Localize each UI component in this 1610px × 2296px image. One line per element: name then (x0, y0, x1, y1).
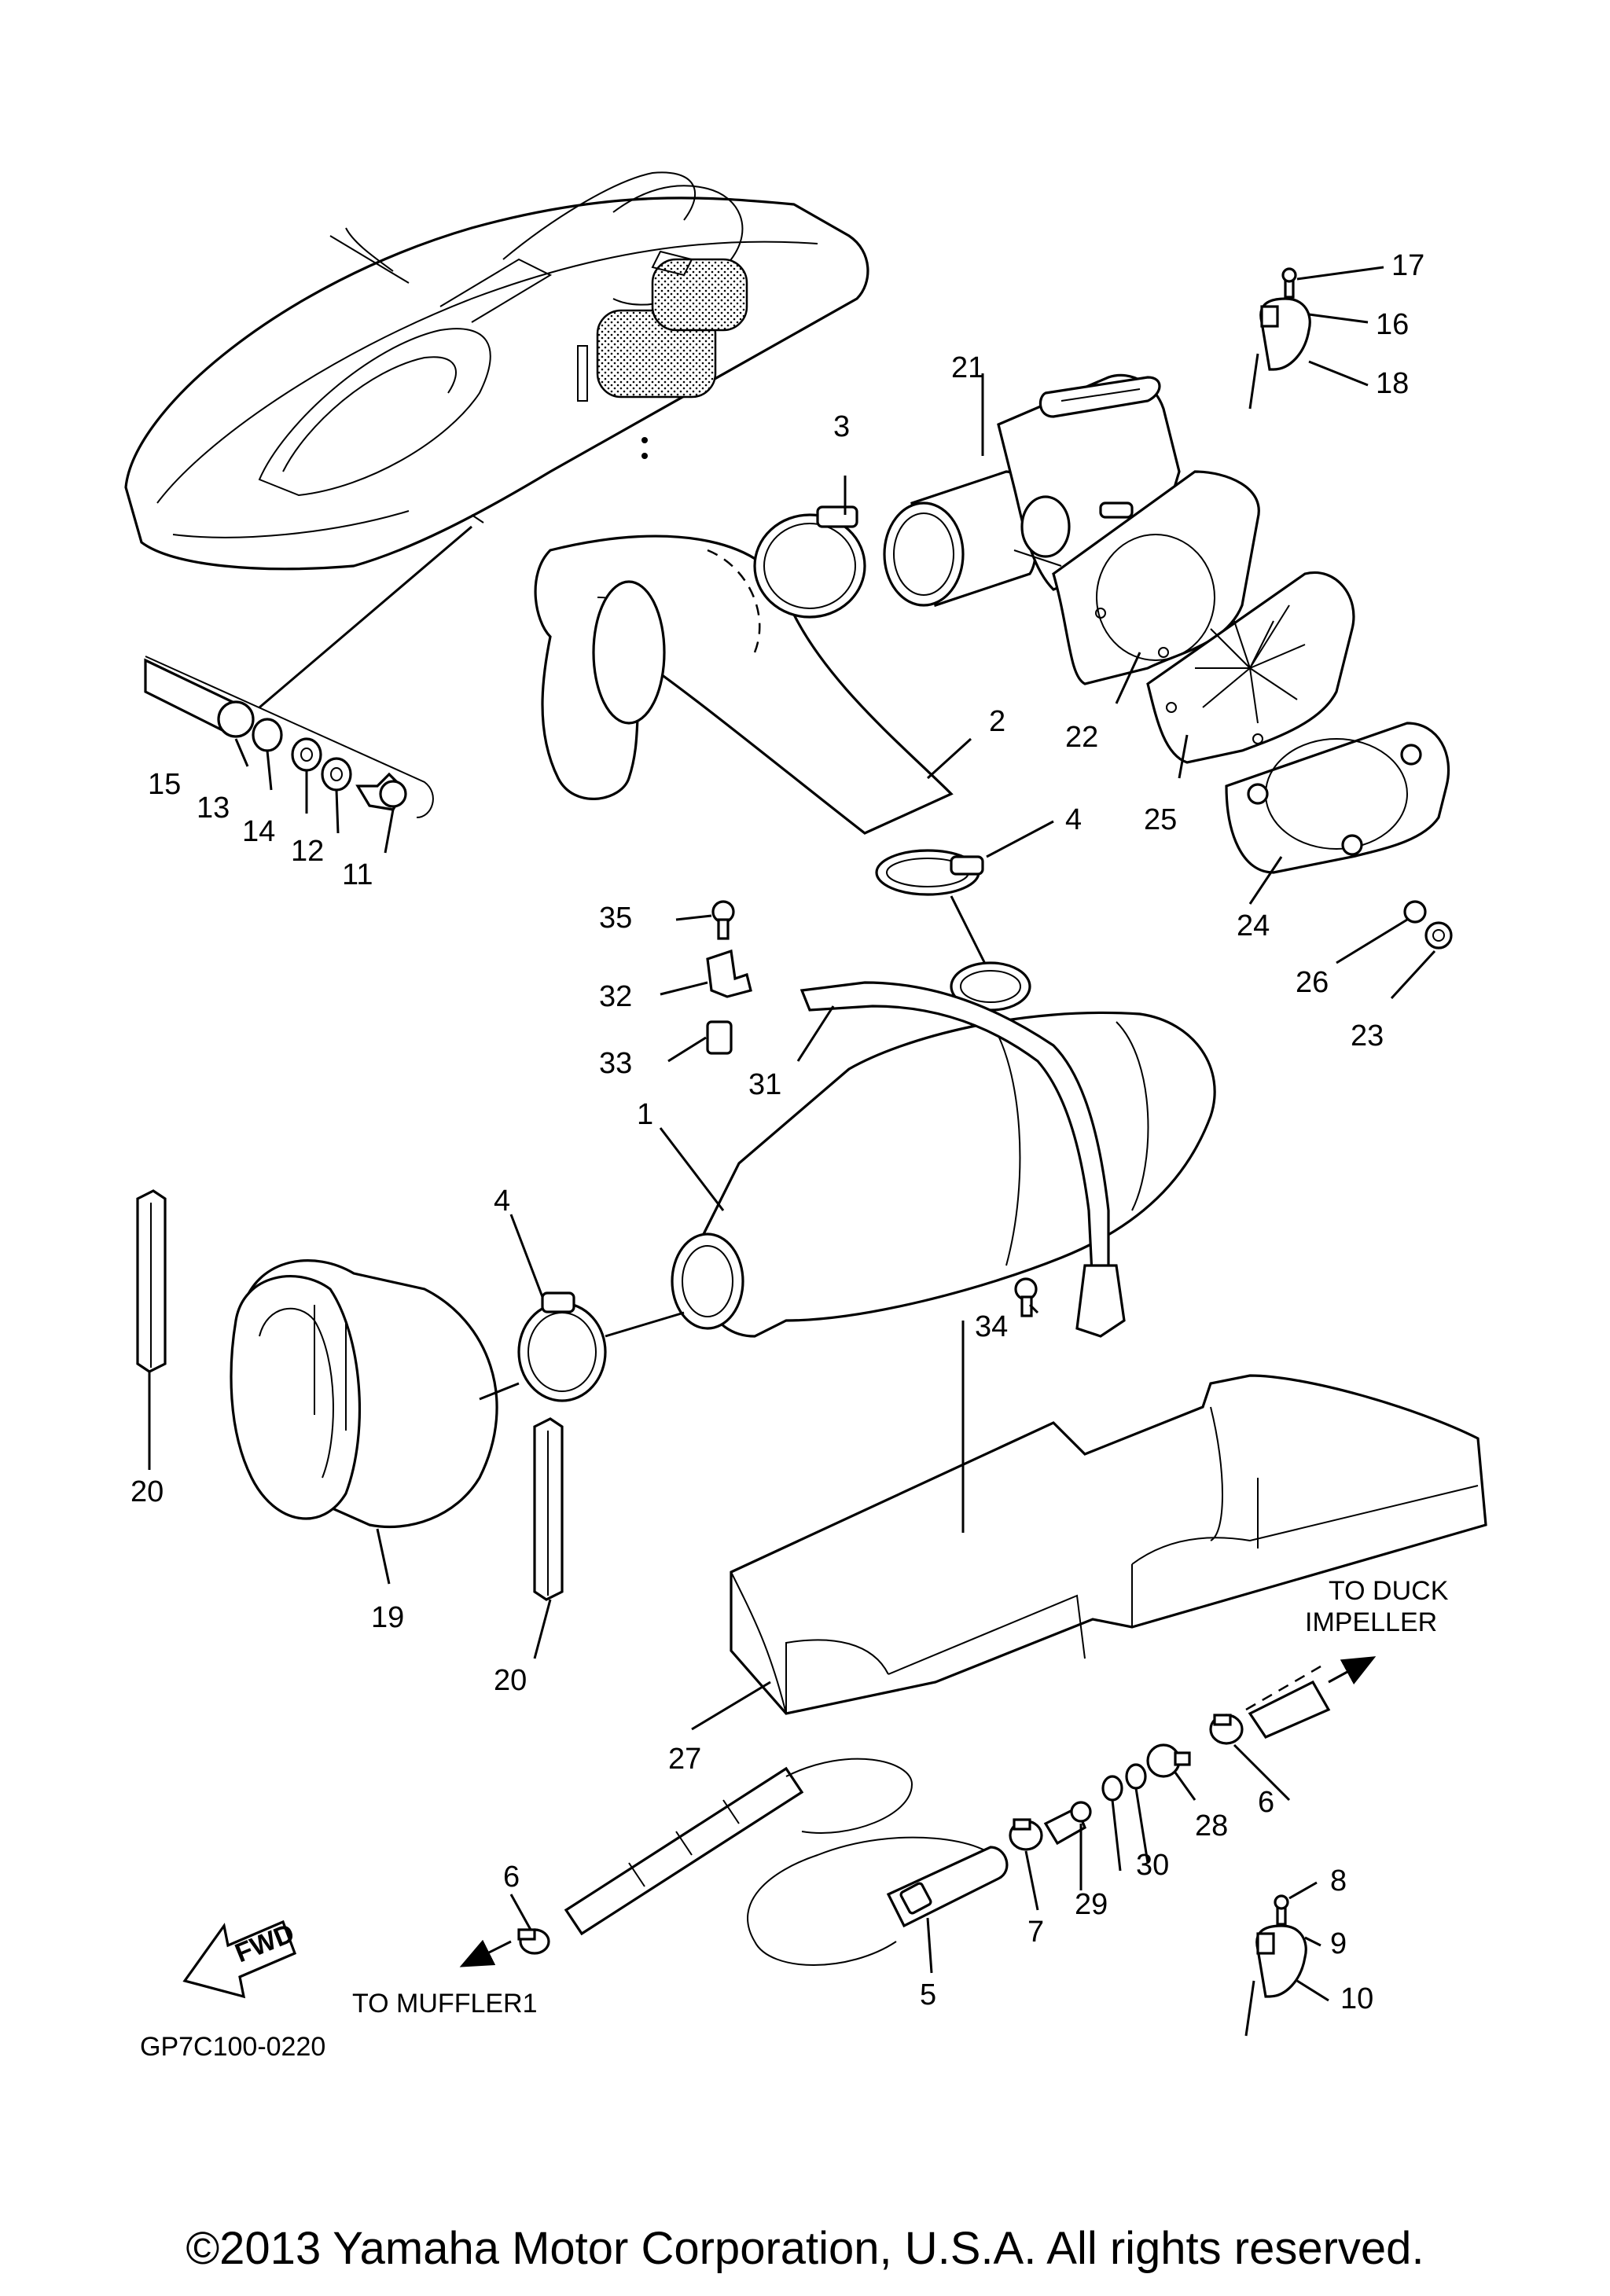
clamp-4-upper (875, 849, 984, 896)
strap-31 (799, 981, 1126, 1338)
label-31: 31 (748, 1068, 781, 1101)
label-19: 19 (371, 1601, 404, 1634)
hose-joint-19 (230, 1259, 498, 1529)
label-29: 29 (1075, 1888, 1108, 1921)
label-4-lower: 4 (494, 1185, 510, 1218)
note-to-duck-line1: TO DUCK (1329, 1576, 1449, 1606)
label-7: 7 (1027, 1916, 1044, 1949)
label-25: 25 (1144, 803, 1177, 836)
label-21: 21 (951, 351, 984, 384)
clamp-6-right (1209, 1714, 1244, 1745)
label-23: 23 (1351, 1019, 1384, 1052)
part-labels: 3 21 2 4 22 25 24 26 23 17 16 18 15 13 1… (130, 249, 1424, 2015)
label-2: 2 (989, 705, 1005, 738)
label-27: 27 (668, 1743, 701, 1776)
label-20-left: 20 (130, 1475, 164, 1508)
label-6-right: 6 (1258, 1786, 1274, 1819)
label-32: 32 (599, 980, 632, 1013)
label-22: 22 (1065, 721, 1098, 754)
foam-20-left (136, 1189, 167, 1373)
nut-23 (1424, 921, 1453, 950)
label-6-left: 6 (503, 1861, 520, 1894)
label-10: 10 (1340, 1982, 1373, 2015)
label-16: 16 (1376, 308, 1409, 341)
label-8: 8 (1330, 1864, 1347, 1897)
label-15: 15 (148, 768, 181, 801)
bolt-26 (1403, 900, 1427, 924)
washers-30 (1101, 1763, 1147, 1802)
label-35: 35 (599, 902, 632, 935)
label-3: 3 (833, 410, 850, 443)
clamp-3 (753, 505, 866, 619)
callout-line (259, 525, 472, 709)
fitting-detail (144, 656, 434, 818)
notes: TO DUCK IMPELLER TO MUFFLER1 GP7C100-022… (140, 1576, 1449, 2062)
label-5: 5 (920, 1978, 936, 2011)
label-12: 12 (291, 835, 324, 868)
cable-tie-upper (1248, 267, 1311, 410)
label-24: 24 (1237, 909, 1270, 942)
clamp-6-left (517, 1928, 550, 1955)
plate-24 (1225, 722, 1450, 874)
damper-33 (706, 1020, 733, 1055)
copyright-notice: ©2013 Yamaha Motor Corporation, U.S.A. A… (186, 2223, 1424, 2274)
watercraft-illustration (124, 171, 869, 571)
foam-block-27 (730, 1374, 1487, 1715)
muffler-1 (671, 961, 1216, 1338)
label-11: 11 (342, 858, 373, 891)
label-9: 9 (1330, 1927, 1347, 1960)
label-30: 30 (1136, 1849, 1169, 1882)
diagram-code: GP7C100-0220 (140, 2032, 325, 2062)
foam-20-right (533, 1417, 564, 1601)
bracket-32 (706, 949, 752, 998)
label-14: 14 (242, 815, 275, 848)
gasket-25 (1146, 571, 1355, 764)
cap-28 (1146, 1743, 1191, 1778)
label-28: 28 (1195, 1809, 1228, 1842)
clamp-4-lower (517, 1291, 607, 1402)
label-18: 18 (1376, 367, 1409, 400)
clamp-7 (1009, 1818, 1043, 1851)
leader-lines (148, 266, 1436, 2002)
note-to-muffler: TO MUFFLER1 (352, 1989, 538, 2019)
fitting-29 (1043, 1801, 1092, 1846)
cable-tie-lower (1244, 1894, 1307, 2037)
label-20-right: 20 (494, 1664, 527, 1697)
coupling-21 (883, 373, 1181, 608)
note-to-duck-line2: IMPELLER (1305, 1607, 1437, 1637)
label-17: 17 (1391, 249, 1424, 282)
fwd-arrow-icon: FWD (182, 1918, 299, 1999)
hose-assembly-5 (564, 1758, 1009, 1966)
label-13: 13 (197, 792, 230, 825)
bolt-35 (711, 900, 735, 940)
outlet-hose (1245, 1656, 1377, 1739)
label-34: 34 (975, 1310, 1008, 1343)
label-1: 1 (637, 1098, 653, 1131)
label-26: 26 (1296, 966, 1329, 999)
bolt-34 (1014, 1277, 1038, 1317)
label-4-upper: 4 (1065, 803, 1082, 836)
label-33: 33 (599, 1047, 632, 1080)
